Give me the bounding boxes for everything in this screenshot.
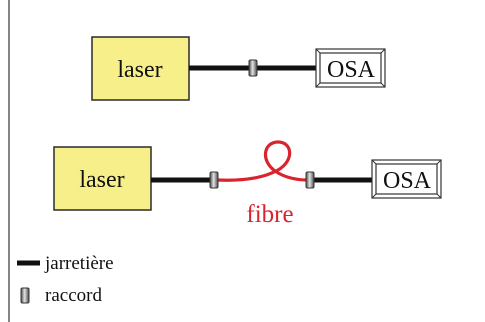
top-connector xyxy=(248,59,258,77)
top-laser-label: laser xyxy=(117,57,162,83)
top-osa-label: OSA xyxy=(327,57,376,83)
legend: jarretière raccord xyxy=(17,253,114,306)
fiber-spool xyxy=(215,140,309,182)
top-osa-inner xyxy=(319,52,382,84)
bottom-laser-label: laser xyxy=(79,167,124,193)
legend-patch-cord-label: jarretière xyxy=(44,253,114,274)
bottom-osa-label: OSA xyxy=(383,168,432,194)
bottom-setup: laser fibre OSA xyxy=(53,140,442,228)
bottom-connector-right xyxy=(305,171,315,189)
bottom-osa-inner xyxy=(375,163,438,195)
legend-connector-swatch xyxy=(20,287,30,304)
top-setup: laser OSA xyxy=(91,36,386,101)
legend-connector-label: raccord xyxy=(45,285,102,306)
bottom-connector-left xyxy=(209,171,219,189)
bottom-laser-box xyxy=(53,146,152,211)
fiber-label: fibre xyxy=(246,201,293,228)
